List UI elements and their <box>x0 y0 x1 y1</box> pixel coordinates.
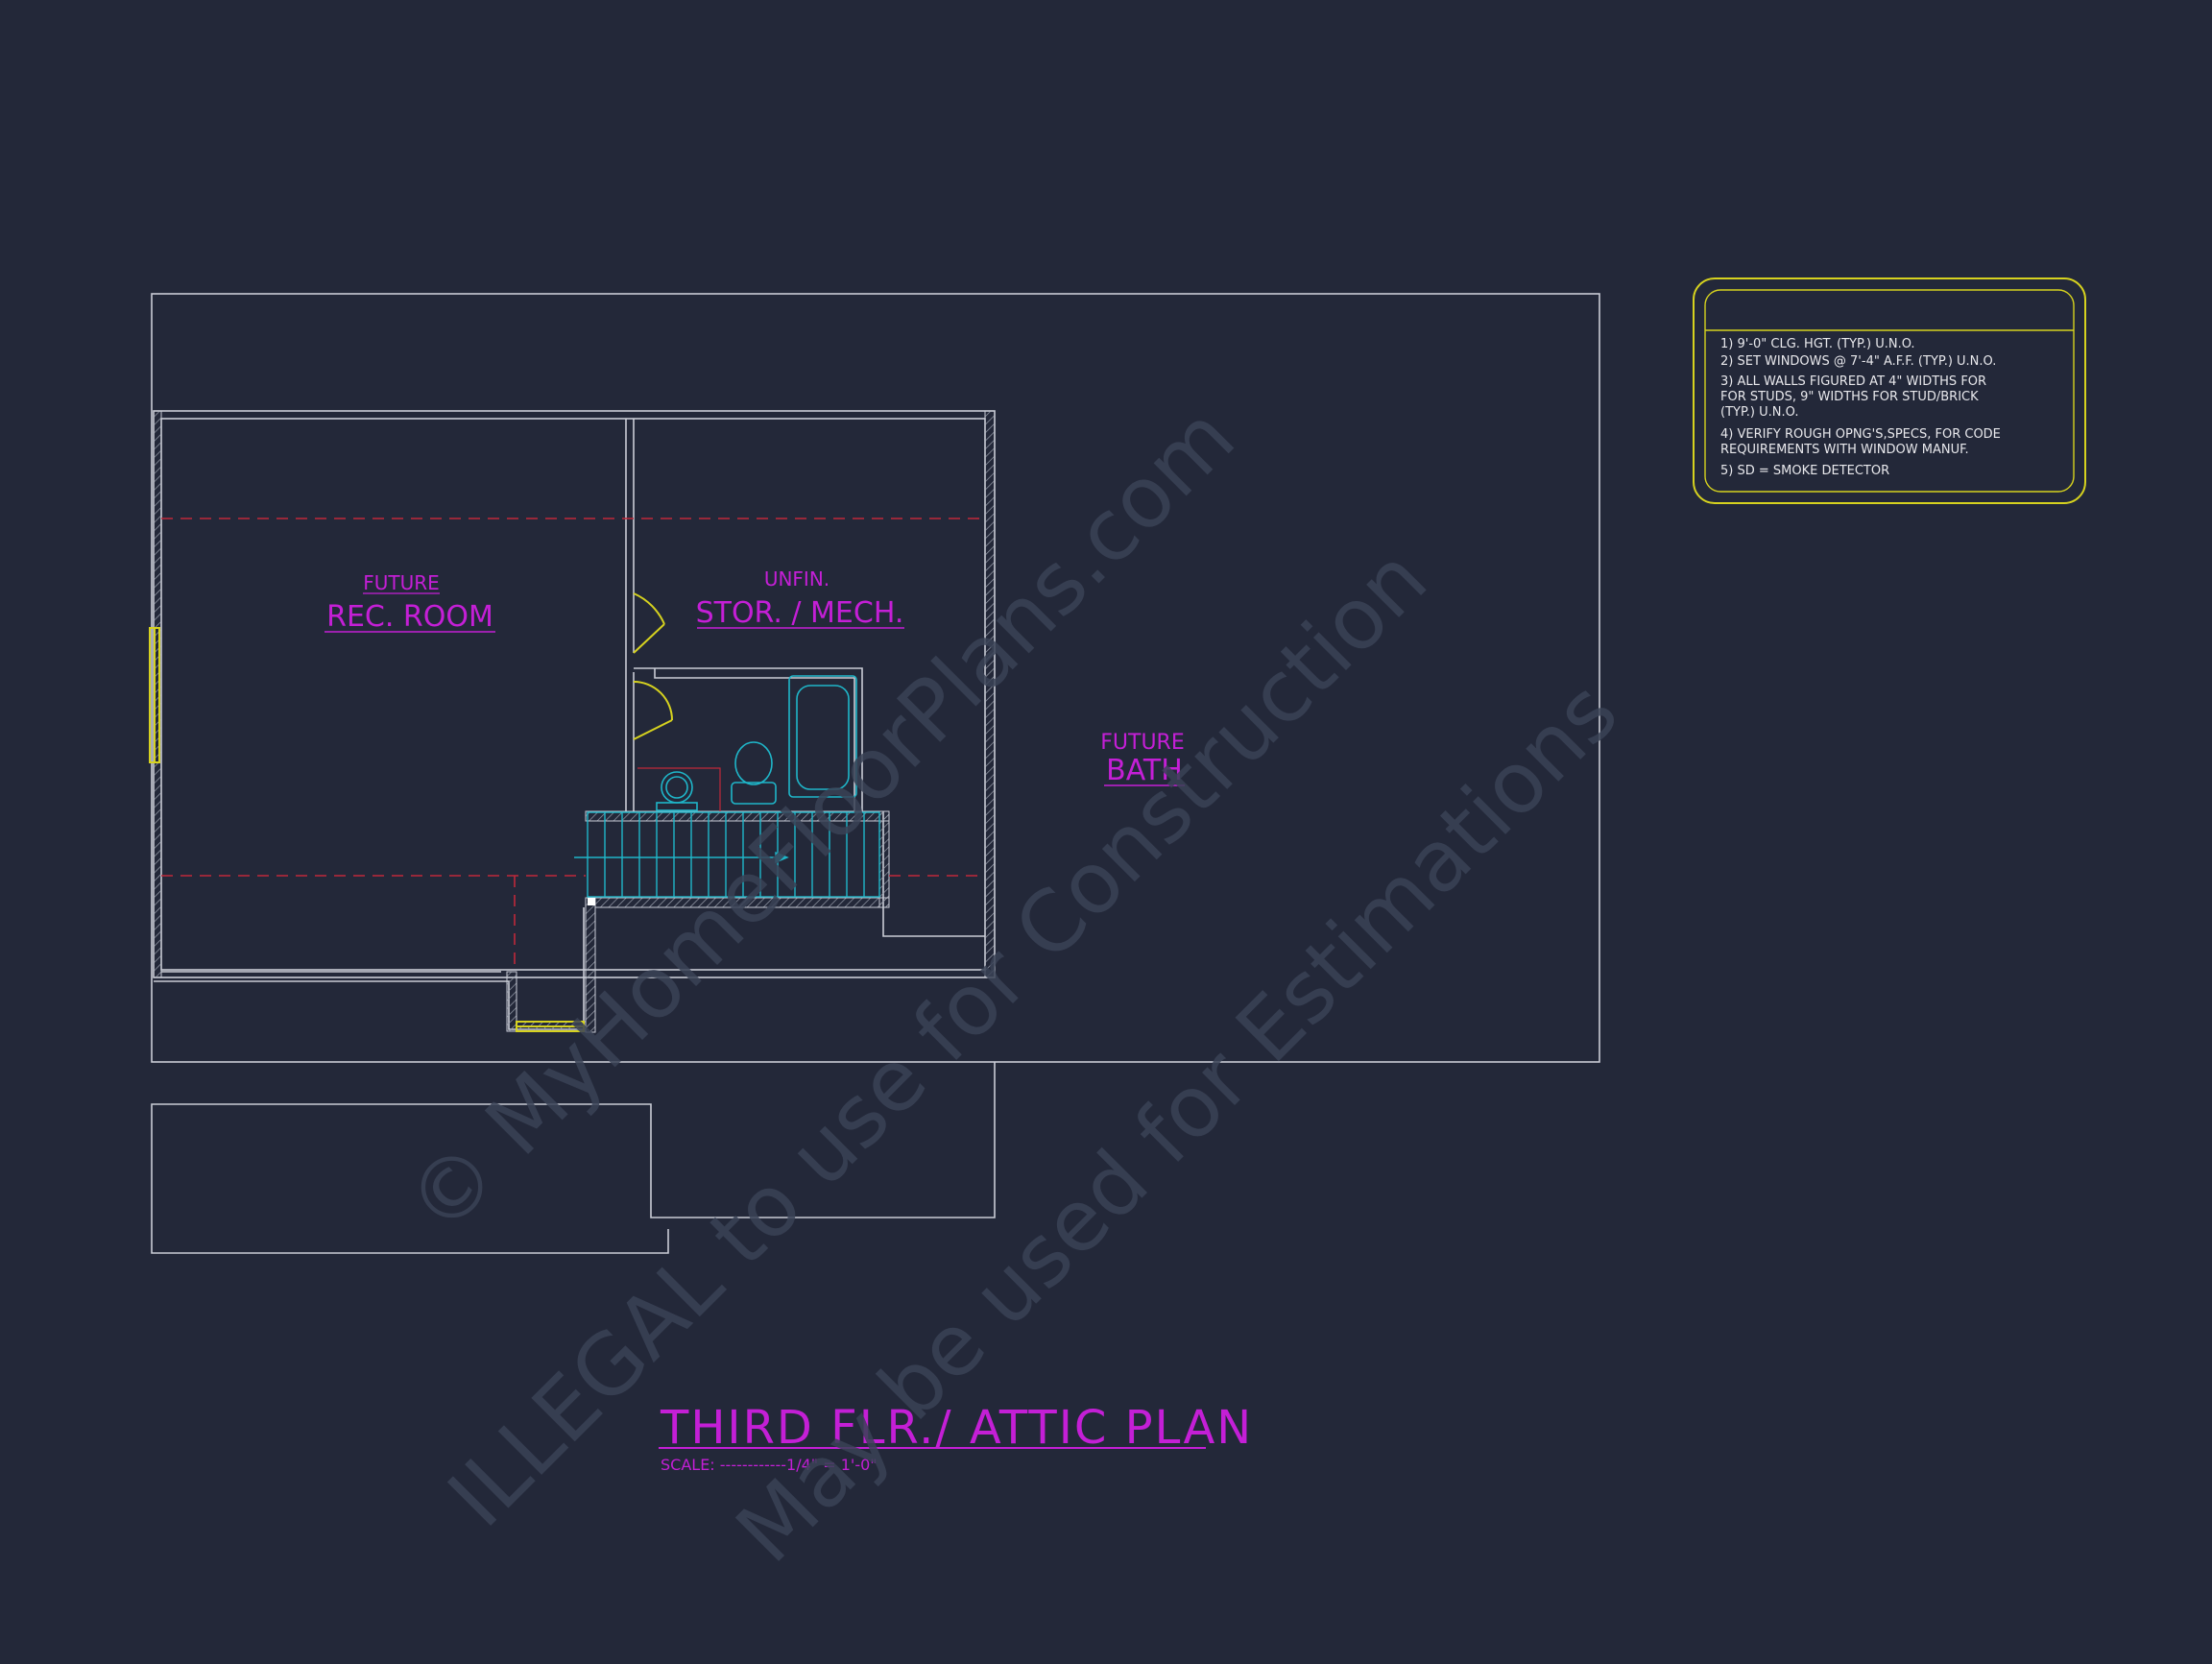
door-swing-upper <box>633 592 665 625</box>
toilet-bowl <box>734 741 773 785</box>
rec-room-line2: REC. ROOM <box>326 600 493 634</box>
sink-inner <box>665 776 688 799</box>
storage-line2: STOR. / MECH. <box>696 596 904 630</box>
vanity-outline <box>637 767 721 811</box>
rec-room-line1: FUTURE <box>363 571 440 594</box>
door-leaf-lower <box>633 719 673 740</box>
storage-line1: UNFIN. <box>764 567 830 591</box>
bath-line2: BATH <box>1106 754 1183 787</box>
note-4b: REQUIREMENTS WITH WINDOW MANUF. <box>1720 443 1969 457</box>
toilet-tank <box>731 782 777 805</box>
vanity <box>656 802 698 811</box>
note-5: 5) SD = SMOKE DETECTOR <box>1720 464 1889 478</box>
ceiling-lines <box>161 518 985 970</box>
door-leaf-upper <box>633 623 665 654</box>
bathtub-basin <box>796 685 850 790</box>
roof-outline <box>151 293 1600 1254</box>
note-3: 3) ALL WALLS FIGURED AT 4" WIDTHS FOR <box>1720 374 1986 389</box>
note-1: 1) 9'-0" CLG. HGT. (TYP.) U.N.O. <box>1720 337 1915 351</box>
bath-fixtures <box>656 675 857 811</box>
doors-windows <box>149 592 673 1032</box>
bathtub <box>788 675 857 798</box>
title-block: THIRD FLR./ ATTIC PLAN SCALE: ----------… <box>659 1401 1253 1474</box>
note-2: 2) SET WINDOWS @ 7'-4" A.F.F. (TYP.) U.N… <box>1720 354 1996 369</box>
door-swing-lower <box>633 681 673 721</box>
general-notes-box: 1) 9'-0" CLG. HGT. (TYP.) U.N.O. 2) SET … <box>1693 277 2086 504</box>
note-3c: (TYP.) U.N.O. <box>1720 405 1798 420</box>
bath-line1: FUTURE <box>1100 731 1184 755</box>
room-labels: FUTURE REC. ROOM UNFIN. STOR. / MECH. FU… <box>325 567 1185 787</box>
stairs <box>574 811 880 898</box>
note-4: 4) VERIFY ROUGH OPNG'S,SPECS, FOR CODE <box>1720 427 2001 442</box>
note-3b: FOR STUDS, 9" WIDTHS FOR STUD/BRICK <box>1720 390 1979 404</box>
plan-scale: SCALE: ------------1/4" = 1'-0" <box>661 1456 878 1474</box>
plan-title: THIRD FLR./ ATTIC PLAN <box>660 1401 1253 1455</box>
post-marker <box>588 898 595 905</box>
